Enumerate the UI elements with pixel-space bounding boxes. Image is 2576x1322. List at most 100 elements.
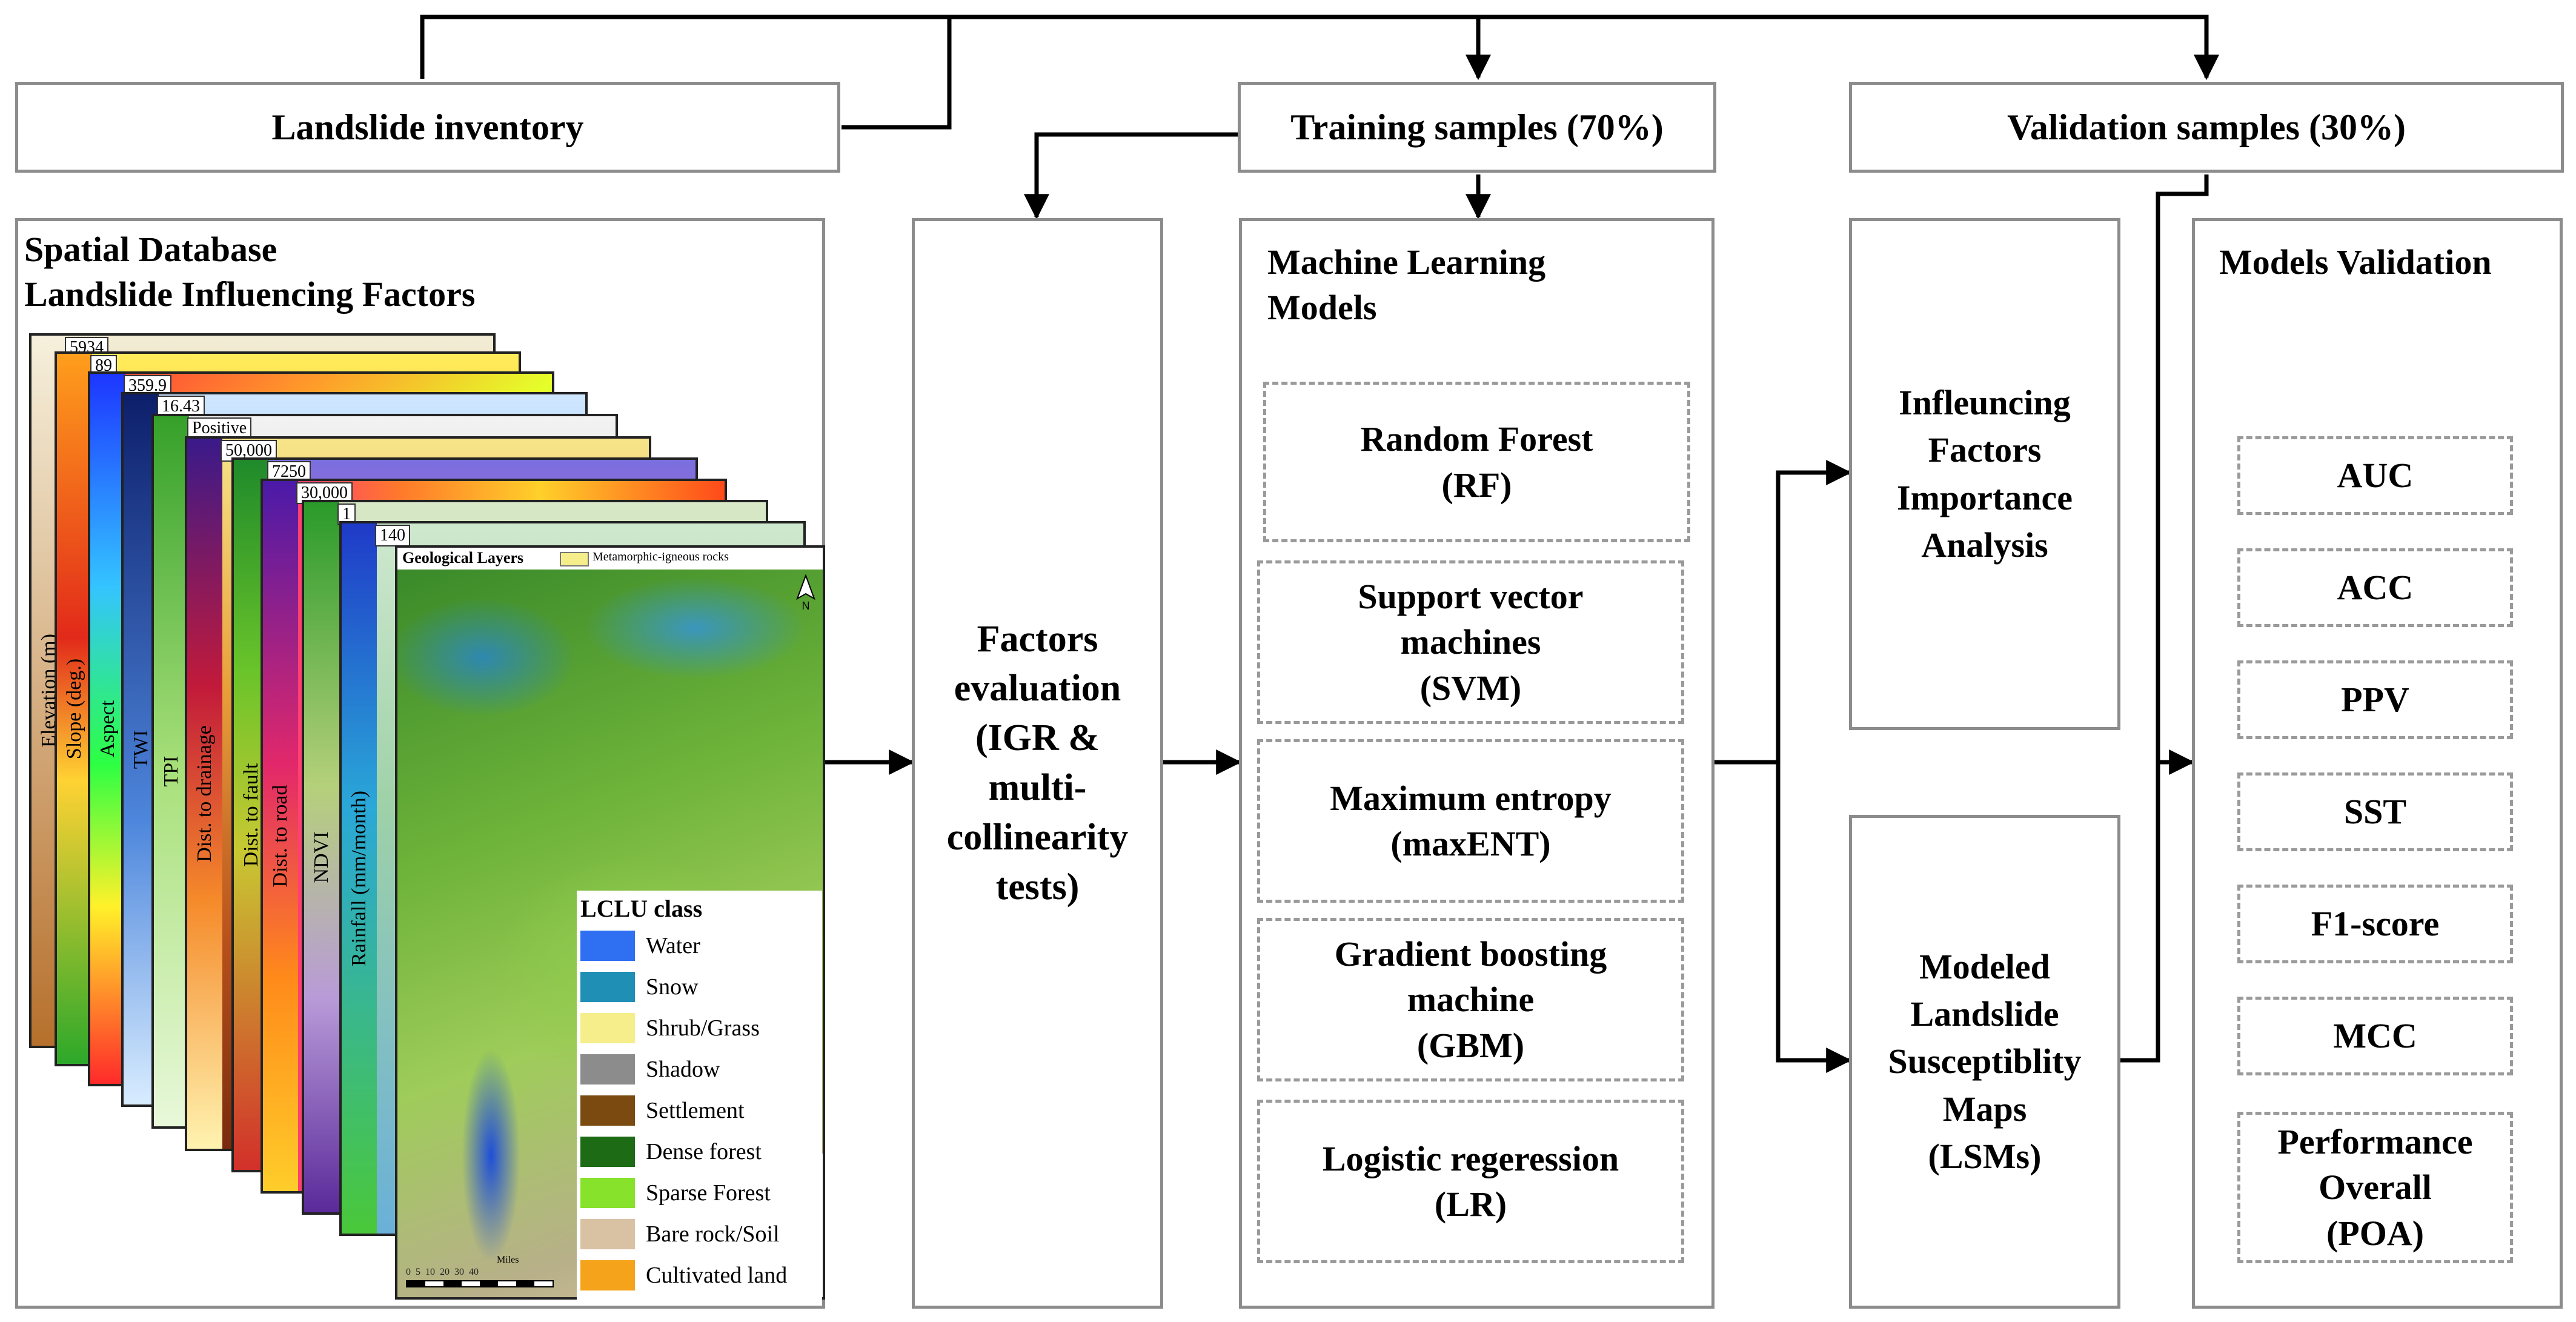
model-maxent-line1: Maximum entropy [1330,778,1612,818]
poa-line3: (POA) [2326,1213,2425,1253]
factors-eval-line5: collinearity [946,816,1129,858]
factors-evaluation-box: Factors evaluation (IGR & multi- colline… [912,218,1163,1309]
metric-poa: Performance Overall (POA) [2237,1112,2513,1263]
lsm-line2: Landslide [1910,994,2059,1034]
model-lr-line2: (LR) [1434,1184,1507,1224]
metric-label: ACC [2337,568,2414,608]
metric-ppv: PPV [2237,660,2513,739]
scale-text: 0 5 10 20 30 40 [406,1267,479,1277]
model-svm-line1: Support vector [1358,576,1584,616]
geo-header-bar: Geological Layers Metamorphic-igneous ro… [397,548,823,571]
model-lr-line1: Logistic regeression [1322,1138,1619,1178]
scale-bar: 0 5 10 20 30 40 Miles [406,1255,563,1291]
model-logistic-regression: Logistic regeression (LR) [1257,1100,1684,1263]
metric-label: MCC [2333,1016,2417,1056]
lclu-item: Dense forest [580,1131,822,1172]
model-svm-line2: machines [1400,622,1541,662]
lclu-swatch-cultivated [580,1260,635,1290]
model-maxent-line2: (maxENT) [1390,824,1551,863]
poa-line2: Overall [2319,1168,2432,1207]
lclu-label: Dense forest [646,1139,762,1164]
importance-line2: Factors [1928,430,2042,470]
spatial-database-panel: Spatial Database Landslide Influencing F… [15,218,825,1309]
geo-header-label: Geological Layers [402,549,524,566]
importance-line3: Importance [1897,477,2073,517]
database-title: Spatial Database Landslide Influencing F… [24,227,475,317]
metric-acc: ACC [2237,548,2513,627]
landslide-inventory-box: Landslide inventory [15,82,840,173]
factors-eval-line3: (IGR & [975,717,1100,759]
lsm-line5: (LSMs) [1928,1136,2042,1176]
lclu-item: Sparse Forest [580,1172,822,1214]
training-samples-box: Training samples (70%) [1238,82,1716,173]
lclu-item: Snow [580,966,822,1008]
lclu-swatch-shrub [580,1013,635,1043]
model-gbm-line1: Gradient boosting [1334,934,1607,974]
validation-title: Models Validation [2219,242,2492,282]
metric-auc: AUC [2237,436,2513,515]
model-maxent: Maximum entropy (maxENT) [1257,739,1684,903]
ml-models-panel: Machine Learning Models Random Forest (R… [1239,218,1715,1309]
metric-label: PPV [2341,680,2409,720]
metric-f1-score: F1-score [2237,885,2513,963]
importance-line4: Analysis [1921,525,2048,565]
lsm-line3: Susceptiblity [1888,1041,2082,1081]
lclu-swatch-shadow [580,1054,635,1085]
factor-label-slope: Slope (deg.) [63,658,85,760]
factors-eval-line6: tests) [995,866,1080,908]
factor-label-road: Dist. to road [269,785,291,888]
importance-line1: Infleuncing [1899,382,2071,422]
ml-title-line2: Models [1267,288,1377,328]
geo-legend-swatch [560,552,589,566]
lclu-swatch-sparse-forest [580,1178,635,1208]
landslide-inventory-label: Landslide inventory [271,107,584,147]
lclu-label: Bare rock/Soil [646,1221,780,1247]
lclu-item: Settlement [580,1090,822,1131]
lclu-label: Snow [646,974,699,1000]
poa-line1: Performance [2277,1121,2473,1161]
model-svm-line3: (SVM) [1419,668,1522,708]
lsm-maps-box: Modeled Landslide Susceptiblity Maps (LS… [1849,815,2120,1309]
scale-unit: Miles [497,1255,519,1265]
north-letter: N [802,600,810,611]
metric-label: F1-score [2311,904,2440,944]
lclu-item: Water [580,925,822,966]
lclu-item: Shrub/Grass [580,1008,822,1049]
lclu-label: Water [646,933,700,958]
factor-max-rainfall: 140 [375,525,410,546]
lclu-item: Shadow [580,1049,822,1090]
models-validation-panel: Models Validation AUC ACC PPV SST F1-sco… [2192,218,2563,1309]
lclu-item: Cultivated land [580,1255,822,1296]
lclu-label: Settlement [646,1098,745,1123]
factor-label-fault: Dist. to fault [240,763,262,867]
model-gbm: Gradient boosting machine (GBM) [1257,918,1684,1081]
metric-sst: SST [2237,772,2513,851]
lclu-swatch-dense-forest [580,1137,635,1167]
importance-analysis-box: Infleuncing Factors Importance Analysis [1849,218,2120,730]
lclu-label: Sparse Forest [646,1180,771,1206]
geo-legend-label: Metamorphic-igneous rocks [593,550,729,563]
factor-label-drainage: Dist. to drainage [193,725,216,862]
factor-label-aspect: Aspect [96,700,119,758]
lclu-swatch-settlement [580,1095,635,1126]
factor-label-ndvi: NDVI [310,831,333,883]
lclu-swatch-bare-rock [580,1219,635,1249]
lclu-swatch-water [580,931,635,961]
model-svm: Support vector machines (SVM) [1257,560,1684,724]
lsm-line4: Maps [1942,1089,2027,1129]
lclu-swatch-snow [580,972,635,1002]
ml-title: Machine Learning Models [1267,239,1545,331]
lclu-item: Bare rock/Soil [580,1214,822,1255]
lclu-label: Cultivated land [646,1263,788,1288]
model-random-forest: Random Forest (RF) [1263,382,1690,542]
factor-label-tpi: TPI [160,756,182,787]
lclu-label: Shrub/Grass [646,1015,760,1041]
lsm-line1: Modeled [1919,946,2050,986]
validation-samples-label: Validation samples (30%) [2007,107,2406,147]
lclu-title: LCLU class [580,895,703,922]
database-title-line1: Spatial Database [24,230,277,269]
factors-eval-line4: multi- [988,767,1087,808]
factors-eval-line2: evaluation [954,668,1121,709]
database-title-line2: Landslide Influencing Factors [24,274,476,314]
